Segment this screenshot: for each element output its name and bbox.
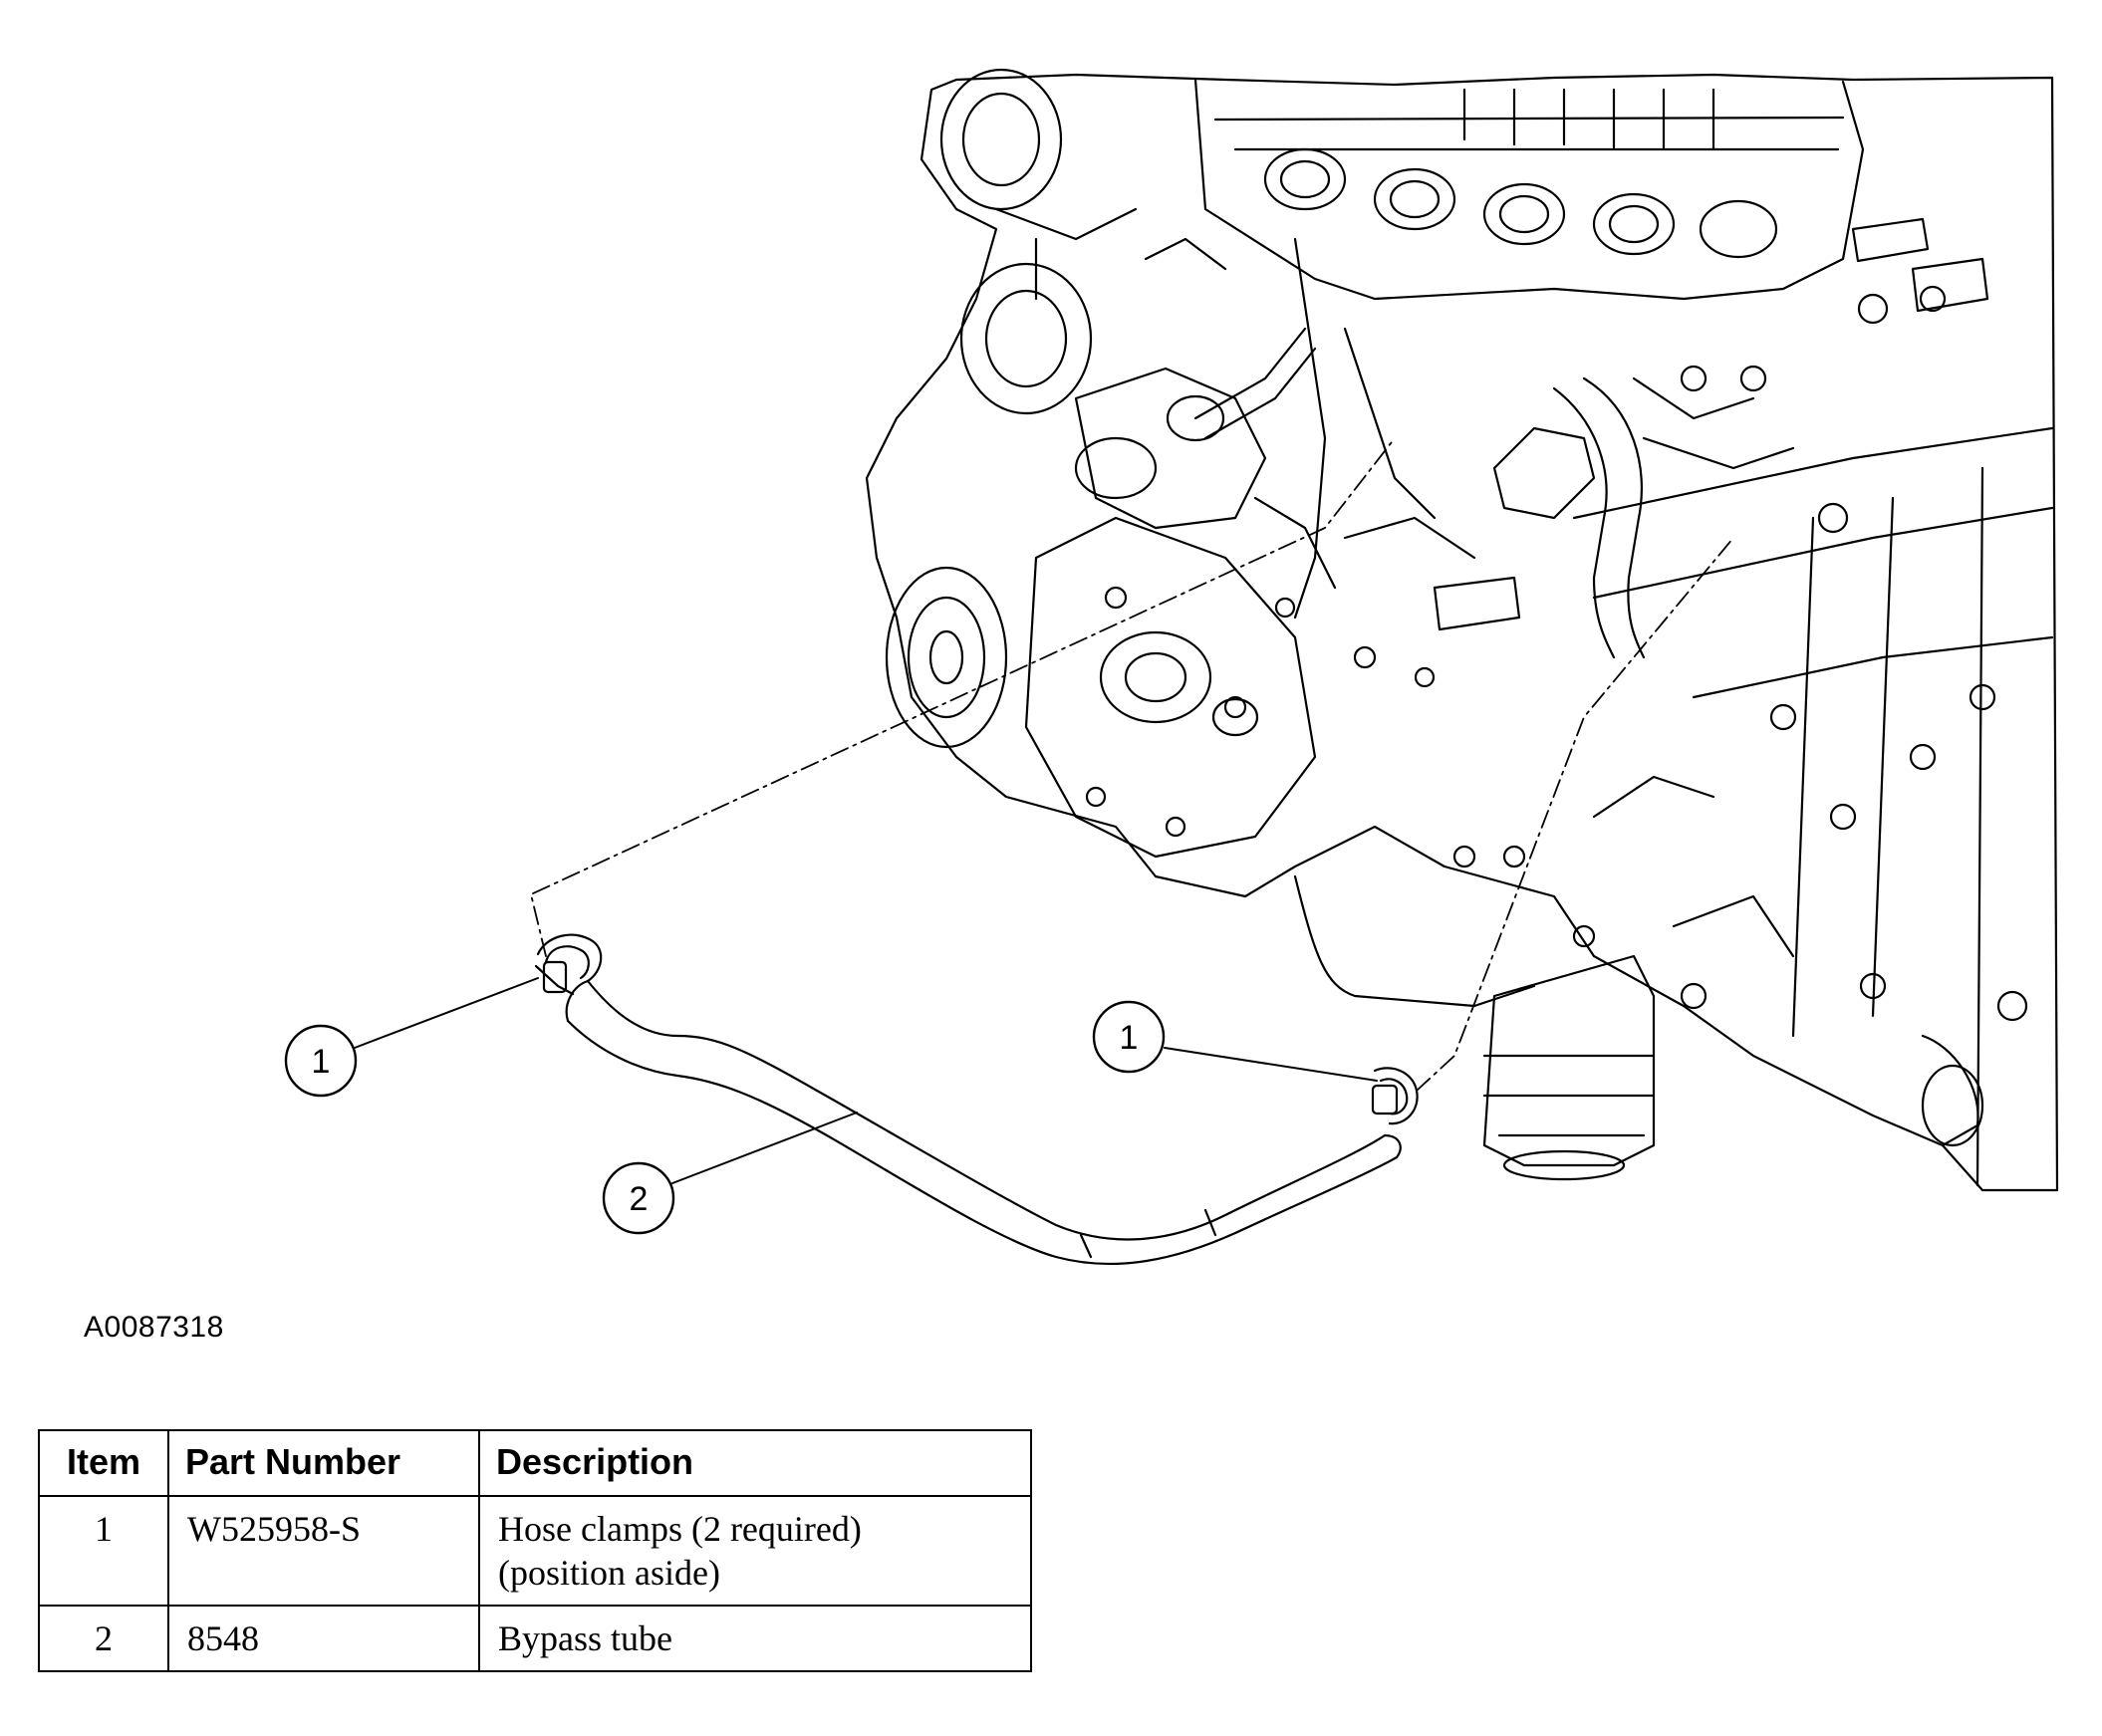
assembly-lines: [530, 437, 1734, 1092]
figure-id: A0087318: [84, 1311, 224, 1344]
description-line: Bypass tube: [498, 1618, 672, 1658]
callout-1-left: 1: [284, 977, 539, 1098]
header-item: Item: [38, 1429, 169, 1497]
engine-diagram: 1 1 2: [284, 68, 2059, 1266]
parts-table: Item Part Number Description 1 W525958-S…: [38, 1429, 1032, 1672]
hose-clamp-left: [534, 933, 603, 996]
description-line: Hose clamps (2 required): [498, 1509, 862, 1549]
callout-label: 2: [630, 1180, 649, 1218]
callout-label: 1: [312, 1043, 331, 1081]
callout-label: 1: [1120, 1019, 1139, 1057]
description-line: (position aside): [498, 1553, 720, 1593]
cell-item: 2: [38, 1605, 169, 1672]
bypass-tube: [565, 979, 1402, 1266]
cell-part-number: W525958-S: [167, 1495, 480, 1607]
engine-block: [865, 68, 2059, 1192]
hose-clamp-right: [1371, 1067, 1419, 1125]
callout-2: 2: [602, 1112, 858, 1235]
callout-1-right: 1: [1092, 1000, 1378, 1082]
header-description: Description: [478, 1429, 1032, 1497]
cell-item: 1: [38, 1495, 169, 1607]
cell-description: Bypass tube: [478, 1605, 1032, 1672]
cell-description: Hose clamps (2 required) (position aside…: [478, 1495, 1032, 1607]
table-row: 1 W525958-S Hose clamps (2 required) (po…: [38, 1495, 1032, 1607]
table-row: 2 8548 Bypass tube: [38, 1605, 1032, 1672]
table-header-row: Item Part Number Description: [38, 1429, 1032, 1497]
header-part-number: Part Number: [167, 1429, 480, 1497]
cell-part-number: 8548: [167, 1605, 480, 1672]
